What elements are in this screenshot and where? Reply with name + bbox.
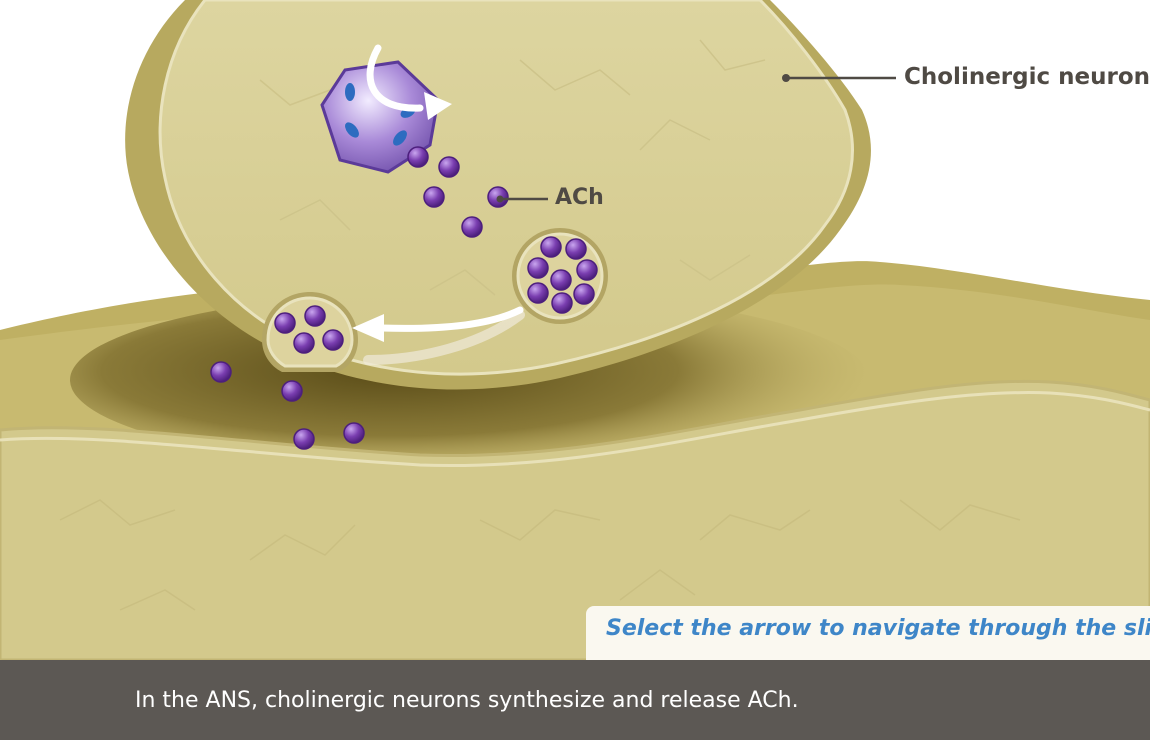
postsynaptic-cell xyxy=(0,379,1150,660)
vesicle-transport-arrow-icon xyxy=(376,306,524,332)
synapse-diagram xyxy=(0,0,1150,660)
ach-molecules-released xyxy=(210,361,365,450)
label-ach: ACh xyxy=(555,185,604,210)
navigation-hint-text: Select the arrow to navigate through the… xyxy=(606,616,1150,641)
synaptic-vesicle-full xyxy=(512,228,608,324)
caption-text: In the ANS, cholinergic neurons synthesi… xyxy=(135,688,799,713)
caption-bar: In the ANS, cholinergic neurons synthesi… xyxy=(0,660,1150,740)
synaptic-vesicle-fusing xyxy=(262,292,358,372)
ach-molecules-free xyxy=(407,146,509,238)
label-cholinergic-neuron: Cholinergic neuron xyxy=(904,64,1150,90)
navigation-hint-box: Select the arrow to navigate through the… xyxy=(586,606,1150,660)
curved-arrow-icon xyxy=(366,44,424,112)
